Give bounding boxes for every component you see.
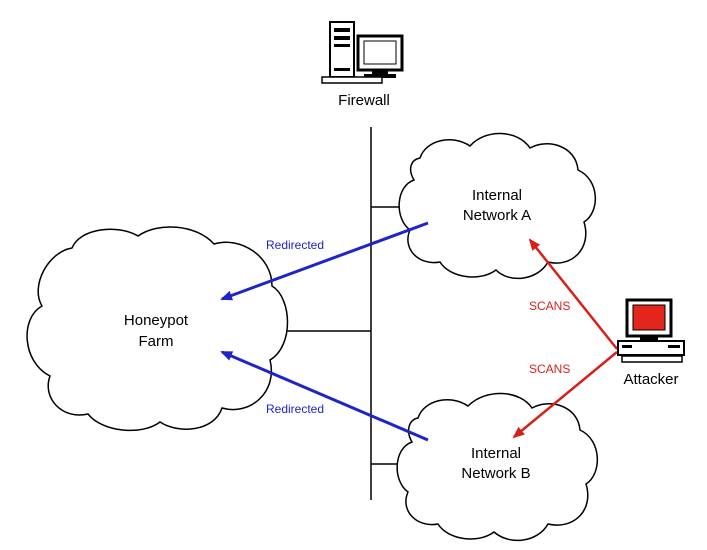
redirect-arrow-a (220, 221, 429, 301)
honeypot-farm-cloud (26, 226, 289, 432)
network-b-label-line2: Network B (461, 465, 530, 482)
redirect-arrow-b (220, 350, 429, 442)
redirected-label-a: Redirected (266, 238, 324, 252)
internal-network-b-cloud (396, 392, 599, 542)
scan-arrow-a (528, 238, 618, 350)
firewall-computer-icon (321, 21, 404, 84)
network-b-label-line1: Internal (471, 445, 521, 462)
scans-label-b: SCANS (529, 362, 570, 376)
scan-arrow-b (512, 351, 618, 439)
honeypot-label-line2: Farm (139, 333, 174, 350)
internal-network-a-cloud (398, 132, 597, 280)
network-a-label-line1: Internal (472, 187, 522, 204)
firewall-label: Firewall (338, 92, 390, 109)
attacker-computer-icon (617, 298, 685, 363)
redirected-label-b: Redirected (266, 402, 324, 416)
honeypot-label-line1: Honeypot (124, 312, 189, 329)
scans-label-a: SCANS (529, 299, 570, 313)
network-a-label-line2: Network A (463, 207, 531, 224)
attacker-label: Attacker (623, 371, 678, 388)
